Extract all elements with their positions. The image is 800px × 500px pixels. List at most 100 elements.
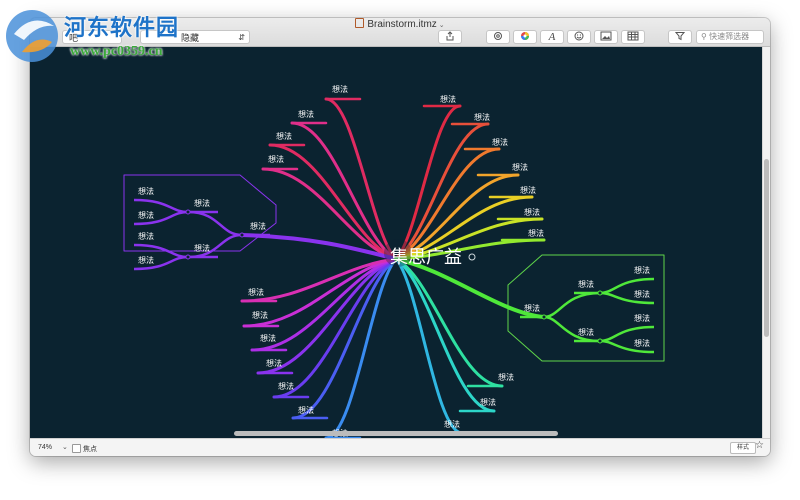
idea-node-label[interactable]: 想法 — [138, 186, 154, 196]
branch-line[interactable] — [543, 291, 601, 319]
idea-node-label[interactable]: 想法 — [492, 137, 508, 147]
color-button[interactable] — [513, 30, 537, 44]
branch-line[interactable] — [394, 257, 546, 319]
star-icon[interactable]: ☆ — [755, 440, 764, 451]
idea-node-label[interactable]: 想法 — [474, 112, 490, 122]
filter-button[interactable] — [668, 30, 692, 44]
branch-line[interactable] — [250, 257, 398, 352]
idea-node-label[interactable]: 想法 — [268, 154, 284, 164]
branch-line[interactable] — [261, 167, 398, 261]
idea-node-label[interactable]: 想法 — [298, 405, 314, 415]
branch-line[interactable] — [268, 143, 398, 261]
branch-line[interactable] — [599, 339, 655, 354]
branch-line[interactable] — [324, 97, 398, 261]
idea-node-label[interactable]: 想法 — [260, 333, 276, 343]
branch-line[interactable] — [394, 147, 501, 261]
branch-line[interactable] — [240, 257, 398, 303]
idea-node-label[interactable]: 想法 — [276, 131, 292, 141]
quick-filter-field[interactable]: ⚲ 快速筛选器 — [696, 30, 764, 44]
center-glow[interactable] — [384, 239, 412, 267]
idea-node-label[interactable]: 想法 — [278, 381, 294, 391]
idea-node-label[interactable]: 想法 — [444, 419, 460, 429]
share-button[interactable] — [438, 30, 462, 44]
branch-line[interactable] — [599, 291, 655, 305]
idea-node-label[interactable]: 想法 — [440, 94, 456, 104]
idea-node-label[interactable]: 想法 — [634, 265, 650, 275]
branch-line[interactable] — [394, 195, 534, 261]
branch-line[interactable] — [256, 257, 398, 375]
branch-line[interactable] — [394, 173, 520, 261]
node-joint[interactable] — [597, 290, 603, 296]
focus-checkbox[interactable] — [72, 444, 81, 453]
branch-line[interactable] — [133, 210, 189, 226]
table-button[interactable] — [621, 30, 645, 44]
branch-line[interactable] — [394, 122, 490, 261]
idea-node-label[interactable]: 想法 — [248, 287, 264, 297]
filter-popup[interactable]: 隐藏 ⇵ — [140, 30, 250, 44]
vertical-scrollbar[interactable] — [762, 47, 770, 448]
mind-map-canvas[interactable]: 想法想法想法想法想法想法想法想法想法想法想法想法想法想法想法想法想法想法想法想法… — [30, 47, 762, 448]
branch-line[interactable] — [291, 257, 398, 420]
emoji-button[interactable] — [567, 30, 591, 44]
idea-node-label[interactable]: 想法 — [578, 279, 594, 289]
node-joint[interactable] — [239, 232, 245, 238]
font-button[interactable]: A — [540, 30, 564, 44]
vertical-scroll-thumb[interactable] — [764, 159, 769, 337]
central-topic[interactable]: 集思广益 — [390, 247, 462, 267]
mind-map[interactable]: 想法想法想法想法想法想法想法想法想法想法想法想法想法想法想法想法想法想法想法想法… — [30, 47, 762, 448]
chevron-down-icon[interactable]: ⌄ — [62, 444, 68, 451]
idea-node-label[interactable]: 想法 — [138, 255, 154, 265]
idea-node-label[interactable]: 想法 — [252, 310, 268, 320]
style-button[interactable]: 样式 — [730, 442, 756, 454]
idea-node-label[interactable]: 想法 — [480, 397, 496, 407]
idea-node-label[interactable]: 想法 — [194, 243, 210, 253]
node-joint[interactable] — [185, 254, 191, 260]
branch-line[interactable] — [272, 257, 398, 399]
image-icon — [600, 31, 612, 41]
idea-node-label[interactable]: 想法 — [138, 231, 154, 241]
horizontal-scrollbar[interactable] — [30, 429, 762, 437]
collapse-boundary[interactable] — [123, 174, 277, 252]
idea-node-label[interactable]: 想法 — [266, 358, 282, 368]
node-joint[interactable] — [185, 209, 191, 215]
document-title[interactable]: Brainstorm.itmz⌄ — [30, 18, 770, 32]
file-icon — [355, 18, 365, 28]
idea-node-label[interactable]: 想法 — [634, 289, 650, 299]
mind-map-button[interactable] — [486, 30, 510, 44]
idea-node-label[interactable]: 想法 — [298, 109, 314, 119]
chevron-down-icon[interactable]: ⌄ — [438, 22, 445, 29]
status-bar: 74% ⌄ 焦点 样式 ☆ — [30, 438, 770, 456]
node-joint[interactable] — [541, 314, 547, 320]
branch-line[interactable] — [290, 121, 398, 261]
view-popup[interactable]: 吧 — [62, 30, 122, 44]
branch-line[interactable] — [394, 104, 462, 261]
idea-node-label[interactable]: 想法 — [524, 303, 540, 313]
branch-line[interactable] — [394, 257, 496, 413]
idea-node-label[interactable]: 想法 — [634, 313, 650, 323]
idea-node-label[interactable]: 想法 — [250, 221, 266, 231]
idea-node-label[interactable]: 想法 — [528, 228, 544, 238]
node-joint[interactable] — [597, 338, 603, 344]
horizontal-scroll-thumb[interactable] — [234, 431, 558, 436]
idea-node-label[interactable]: 想法 — [520, 185, 536, 195]
zoom-level[interactable]: 74% — [38, 444, 53, 451]
image-button[interactable] — [594, 30, 618, 44]
idea-node-label[interactable]: 想法 — [138, 210, 154, 220]
idea-node-label[interactable]: 想法 — [194, 198, 210, 208]
updown-arrows-icon: ⇵ — [238, 33, 245, 42]
branch-line[interactable] — [242, 257, 398, 328]
idea-node-label[interactable]: 想法 — [578, 327, 594, 337]
idea-node-label[interactable]: 想法 — [524, 207, 540, 217]
collapse-boundary[interactable] — [507, 254, 665, 362]
branch-line[interactable] — [133, 255, 189, 271]
idea-node-label[interactable]: 想法 — [332, 84, 348, 94]
idea-node-label[interactable]: 想法 — [498, 372, 514, 382]
branch-line[interactable] — [394, 257, 504, 388]
branch-line[interactable] — [394, 217, 544, 261]
table-icon — [627, 31, 639, 41]
collapse-toggle-icon[interactable] — [468, 253, 476, 261]
idea-node-label[interactable]: 想法 — [512, 162, 528, 172]
branch-line[interactable] — [187, 210, 243, 237]
branch-line[interactable] — [394, 257, 464, 435]
idea-node-label[interactable]: 想法 — [634, 338, 650, 348]
